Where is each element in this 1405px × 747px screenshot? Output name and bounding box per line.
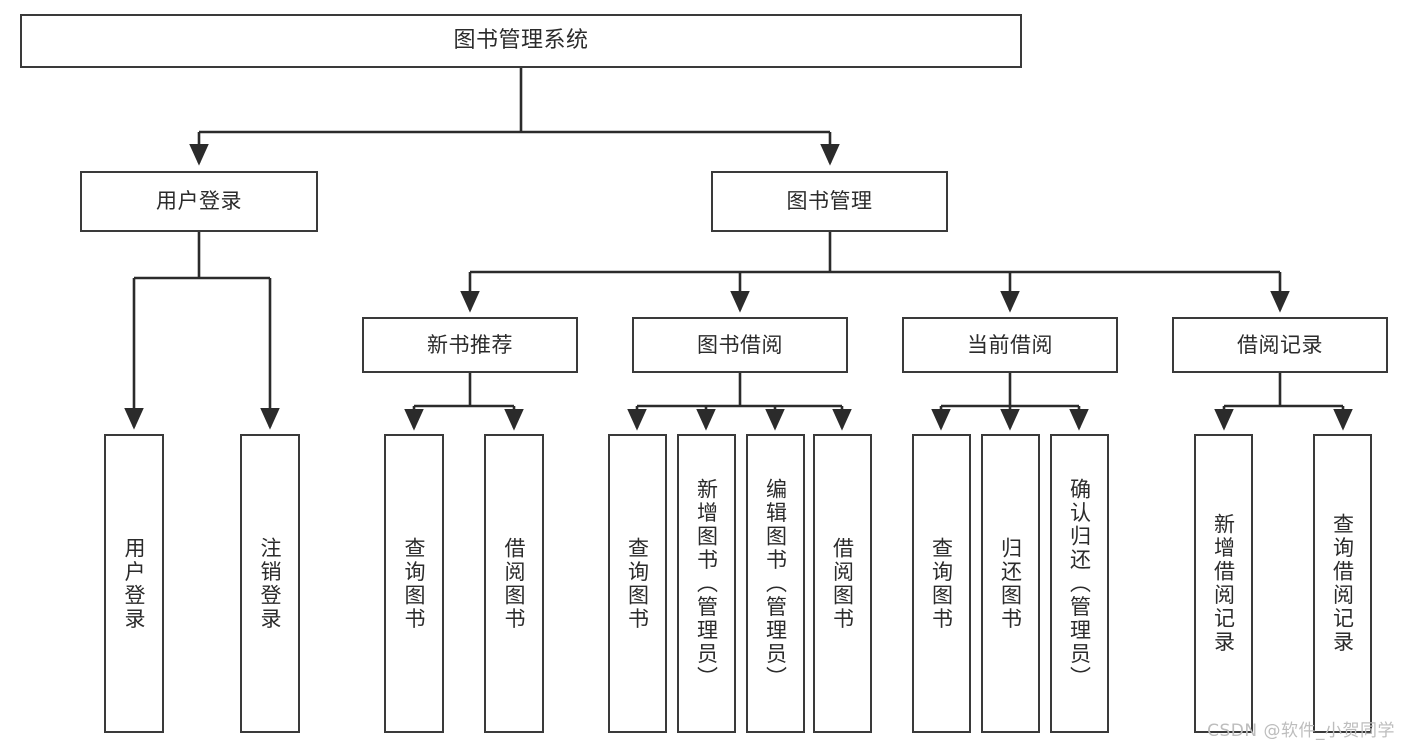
node-label: 借阅图书: [830, 536, 855, 631]
leaf-query-books-borrow[interactable]: 查询图书: [608, 434, 667, 733]
leaf-logout[interactable]: 注销登录: [240, 434, 300, 733]
node-label: 新增借阅记录: [1211, 513, 1236, 654]
node-label: 图书管理系统: [453, 28, 589, 54]
node-label: 查询图书: [929, 536, 954, 631]
node-label: 用户登录: [156, 189, 242, 214]
leaf-edit-book-admin[interactable]: 编辑图书（管理员）: [746, 434, 805, 733]
node-label: 借阅图书: [502, 536, 527, 631]
leaf-query-books-recommend[interactable]: 查询图书: [384, 434, 444, 733]
leaf-borrow-books-recommend[interactable]: 借阅图书: [484, 434, 544, 733]
node-new-book-recommend[interactable]: 新书推荐: [362, 317, 578, 373]
node-book-borrow[interactable]: 图书借阅: [632, 317, 848, 373]
leaf-borrow-books[interactable]: 借阅图书: [813, 434, 872, 733]
node-borrow-records[interactable]: 借阅记录: [1172, 317, 1388, 373]
node-label: 确认归还（管理员）: [1067, 477, 1092, 690]
node-label: 查询图书: [625, 536, 650, 631]
node-label: 用户登录: [122, 536, 147, 631]
csdn-watermark: CSDN @软件_小贺同学: [1207, 721, 1395, 741]
node-label: 图书借阅: [697, 332, 783, 357]
node-book-management[interactable]: 图书管理: [711, 171, 948, 232]
node-label: 归还图书: [998, 536, 1023, 631]
node-label: 借阅记录: [1237, 332, 1323, 357]
leaf-return-books[interactable]: 归还图书: [981, 434, 1040, 733]
leaf-query-borrow-record[interactable]: 查询借阅记录: [1313, 434, 1372, 733]
node-label: 编辑图书（管理员）: [763, 477, 788, 690]
leaf-user-login[interactable]: 用户登录: [104, 434, 164, 733]
node-label: 注销登录: [258, 536, 283, 631]
node-root-system[interactable]: 图书管理系统: [20, 14, 1022, 68]
node-current-borrow[interactable]: 当前借阅: [902, 317, 1118, 373]
node-label: 当前借阅: [967, 332, 1053, 357]
leaf-query-books-current[interactable]: 查询图书: [912, 434, 971, 733]
node-label: 新增图书（管理员）: [694, 477, 719, 690]
node-user-login[interactable]: 用户登录: [80, 171, 318, 232]
leaf-add-book-admin[interactable]: 新增图书（管理员）: [677, 434, 736, 733]
node-label: 查询借阅记录: [1330, 513, 1355, 654]
leaf-confirm-return-admin[interactable]: 确认归还（管理员）: [1050, 434, 1109, 733]
node-label: 图书管理: [786, 189, 873, 214]
leaf-add-borrow-record[interactable]: 新增借阅记录: [1194, 434, 1253, 733]
node-label: 查询图书: [402, 536, 427, 631]
node-label: 新书推荐: [427, 332, 513, 357]
